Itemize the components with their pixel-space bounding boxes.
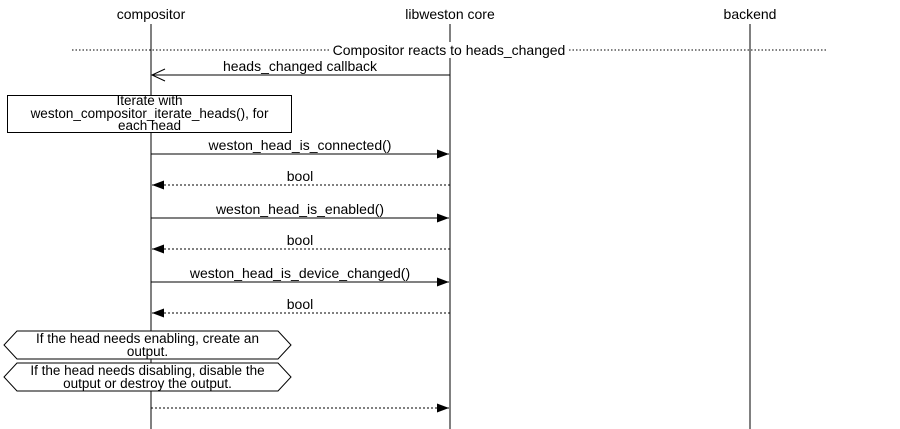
note-iterate-heads: Iterate with weston_compositor_iterate_h…	[7, 93, 292, 134]
divider-label: Compositor reacts to heads_changed	[330, 42, 568, 58]
note-line: Iterate with	[116, 93, 183, 109]
message-label-weston-head-is-device-changed: weston_head_is_device_changed()	[189, 265, 411, 281]
message-label-heads-changed-callback: heads_changed callback	[222, 58, 378, 74]
message-label-weston-head-is-enabled: weston_head_is_enabled()	[215, 201, 385, 217]
message-label-weston-head-is-connected: weston_head_is_connected()	[208, 137, 392, 153]
condition-hexagon-enable	[3, 330, 292, 360]
condition-note-enable: If the head needs enabling, create an ou…	[4, 331, 291, 359]
condition-hexagon-disable	[3, 362, 292, 392]
condition-line: output or destroy the output.	[63, 376, 232, 391]
message-label-bool-3: bool	[286, 296, 314, 312]
condition-line: If the head needs enabling, create an	[36, 331, 259, 346]
condition-line: If the head needs disabling, disable the	[30, 363, 265, 378]
actor-label-compositor: compositor	[116, 6, 186, 22]
condition-note-disable: If the head needs disabling, disable the…	[4, 363, 291, 391]
note-line: each head	[117, 118, 182, 134]
actor-label-backend: backend	[723, 6, 777, 22]
message-label-bool-1: bool	[286, 168, 314, 184]
note-line: weston_compositor_iterate_heads(), for	[30, 105, 269, 121]
condition-line: output.	[126, 344, 169, 359]
message-label-bool-2: bool	[286, 232, 314, 248]
actor-label-libweston-core: libweston core	[405, 6, 495, 22]
